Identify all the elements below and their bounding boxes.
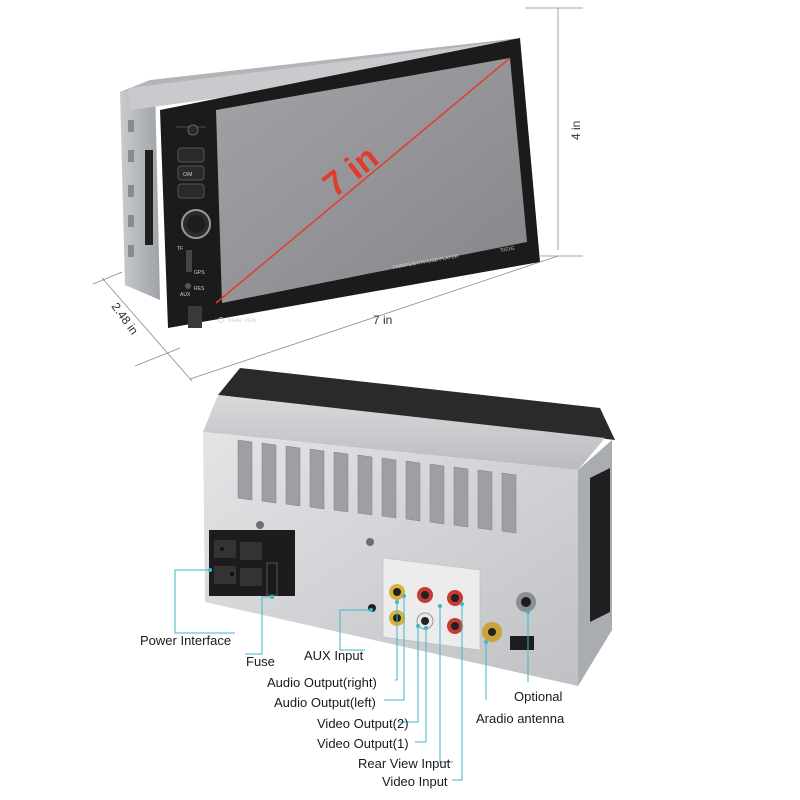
label-power-interface: Power Interface bbox=[140, 633, 232, 648]
label-audio-output-left: Audio Output(left) bbox=[274, 695, 376, 710]
screw-hole bbox=[366, 538, 374, 546]
display-screen bbox=[216, 58, 527, 303]
chassis-side bbox=[120, 85, 160, 300]
aux-label: AUX bbox=[180, 292, 191, 298]
label-optional: Optional bbox=[514, 689, 563, 704]
mode-button bbox=[177, 165, 205, 181]
callout-lines bbox=[174, 569, 529, 781]
rear-right-bracket bbox=[590, 468, 610, 622]
height-label: 4 in bbox=[569, 121, 583, 140]
label-video-output-1: Video Output(1) bbox=[317, 736, 409, 751]
aux-jack bbox=[185, 283, 191, 289]
callout-dots bbox=[208, 568, 530, 644]
rca-jack-bottom-right[interactable] bbox=[447, 618, 463, 634]
rear-top-face bbox=[203, 395, 605, 470]
label-video-output-2: Video Output(2) bbox=[317, 716, 409, 731]
rear-view-label: REAR VIEW bbox=[228, 318, 256, 324]
res-label: RES bbox=[194, 286, 205, 292]
rca-panel bbox=[382, 557, 481, 651]
rca-jack-top-left[interactable] bbox=[389, 584, 405, 600]
rca-jack-top-right[interactable] bbox=[447, 590, 463, 606]
chassis-body bbox=[128, 42, 500, 110]
rear-view-icon bbox=[218, 317, 224, 323]
label-audio-output-right: Audio Output(right) bbox=[267, 675, 377, 690]
label-aradio-antenna: Aradio antenna bbox=[476, 711, 565, 726]
radio-antenna-jack[interactable] bbox=[482, 622, 502, 642]
side-plug bbox=[510, 636, 534, 650]
label-aux-input: AUX Input bbox=[304, 648, 364, 663]
fuse[interactable] bbox=[266, 562, 278, 596]
label-rear-view-input: Rear View Input bbox=[358, 756, 451, 771]
power-connector[interactable] bbox=[209, 530, 295, 596]
mode-label: O/M bbox=[183, 172, 192, 178]
model-label: 7021G bbox=[499, 245, 515, 254]
next-button bbox=[177, 183, 205, 199]
tf-label: TF bbox=[177, 246, 183, 252]
control-strip bbox=[176, 124, 211, 328]
diagonal-measure-line bbox=[215, 57, 511, 304]
chassis-slots bbox=[128, 120, 134, 257]
head-unit-rear-view bbox=[203, 368, 615, 686]
rca-jack-bottom-middle[interactable] bbox=[416, 612, 434, 630]
tf-slot bbox=[186, 250, 192, 272]
power-button bbox=[187, 124, 199, 136]
gps-port[interactable] bbox=[516, 592, 536, 612]
rca-jacks bbox=[389, 584, 463, 634]
label-video-input: Video Input bbox=[382, 774, 448, 789]
rca-jack-top-middle[interactable] bbox=[417, 587, 433, 603]
head-unit-front-view: O/M TF GPS RES AUX REAR VIEW FM/MP5/BT/T… bbox=[120, 38, 540, 328]
screw-hole bbox=[256, 521, 264, 529]
side-bracket bbox=[145, 150, 153, 245]
prev-button bbox=[177, 147, 205, 163]
rear-top-bezel bbox=[218, 368, 615, 440]
label-fuse: Fuse bbox=[246, 654, 275, 669]
depth-label: 2.48 in bbox=[109, 300, 142, 337]
gps-label: GPS bbox=[194, 270, 205, 276]
dimension-lines bbox=[92, 7, 583, 382]
rear-vents bbox=[237, 439, 517, 534]
width-label: 7 in bbox=[373, 313, 392, 327]
usb-port bbox=[188, 306, 202, 328]
